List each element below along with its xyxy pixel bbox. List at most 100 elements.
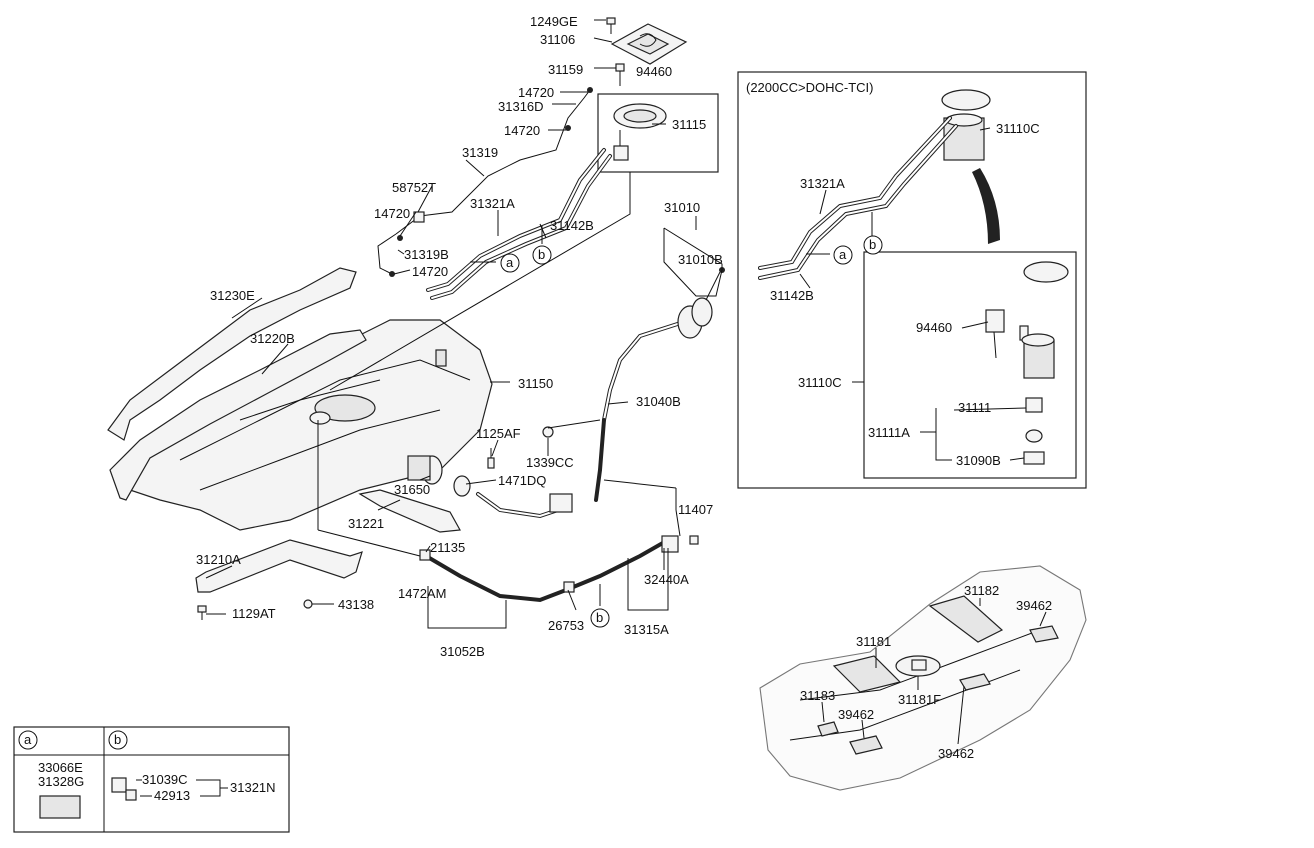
label-r31321A: 31321A — [800, 176, 845, 191]
fuel-tank-31150 — [119, 319, 493, 531]
label-31115: 31115 — [672, 117, 706, 132]
label-r31090B: 31090B — [956, 453, 1001, 468]
label-31052B: 31052B — [440, 644, 485, 659]
pad-31181 — [832, 655, 902, 693]
label-1249GE: 1249GE — [530, 14, 578, 29]
label-14720-b: 14720 — [504, 123, 540, 138]
label-t39462-a: 39462 — [1016, 598, 1052, 613]
label-t39462-c: 39462 — [938, 746, 974, 761]
cover-plate-31106 — [610, 23, 688, 65]
clip-26753 — [563, 581, 575, 593]
label-31319B: 31319B — [404, 247, 449, 262]
fuel-line-31321A-variant — [758, 116, 958, 280]
label-1472AM: 1472AM — [398, 586, 446, 601]
label-31010: 31010 — [664, 200, 700, 215]
heat-shield-31220B — [109, 329, 367, 501]
callout-a-text-right: a — [839, 247, 847, 262]
clip-21135 — [419, 549, 431, 561]
pad-39462-a — [1029, 625, 1059, 643]
fuel-line-31321A — [426, 148, 612, 300]
label-r31110C-top: 31110C — [996, 121, 1040, 136]
bolt-11407 — [689, 535, 699, 545]
fuel-line-31319b — [377, 233, 397, 275]
nut-1339CC — [542, 426, 554, 438]
label-31040B: 31040B — [636, 394, 681, 409]
pad-39462-b — [849, 735, 883, 755]
leader-lines-left — [205, 19, 723, 629]
bracket-32440A — [661, 535, 679, 553]
legend-a-part2: 31328G — [38, 774, 84, 789]
label-31220B: 31220B — [250, 331, 295, 346]
vent-tube-31052B — [424, 538, 670, 603]
fuel-line-31319 — [395, 89, 591, 235]
pump-plate-31115 — [613, 103, 667, 161]
label-31650: 31650 — [394, 482, 430, 497]
label-31230E: 31230E — [210, 288, 255, 303]
label-r31110C-side: 31110C — [798, 375, 842, 390]
pump-plate-box — [597, 93, 719, 173]
clip-14720a — [587, 87, 593, 93]
label-31150: 31150 — [518, 376, 553, 391]
bolt-1129AT — [197, 605, 207, 620]
label-31142B: 31142B — [550, 218, 594, 233]
labels: 1249GE 31106 31159 94460 14720 31316D 14… — [24, 14, 1052, 803]
clip-14720c — [397, 235, 403, 241]
label-31106: 31106 — [540, 32, 575, 47]
legend-table — [13, 726, 290, 833]
label-31316D: 31316D — [498, 99, 544, 114]
nut-43138 — [303, 599, 313, 609]
legend-col-a: a — [24, 732, 32, 747]
bolt-31159 — [615, 63, 625, 86]
label-1471DQ: 1471DQ — [498, 473, 546, 488]
callout-b-text-bottom: b — [596, 610, 603, 625]
legend-a-part1: 33066E — [38, 760, 83, 775]
callout-b-right — [863, 235, 883, 255]
legend-col-b: b — [114, 732, 121, 747]
label-14720-d: 14720 — [412, 264, 448, 279]
legend-b-part2: 42913 — [154, 788, 190, 803]
label-31315A: 31315A — [624, 622, 669, 637]
label-t31182: 31182 — [964, 583, 999, 598]
pump-31110C-detail — [1021, 333, 1055, 379]
legend-b-assembly: 31321N — [230, 780, 276, 795]
label-1129AT: 1129AT — [232, 606, 276, 621]
pump-plate-94460-detail — [985, 261, 1069, 359]
label-1125AF: 1125AF — [476, 426, 521, 441]
bracket-31650 — [549, 493, 573, 513]
label-58752T: 58752T — [392, 180, 436, 195]
label-31321A: 31321A — [470, 196, 515, 211]
callout-a-text-left: a — [506, 255, 514, 270]
fuel-cap-31010B — [691, 267, 725, 327]
label-31210A: 31210A — [196, 552, 241, 567]
pad-31182 — [928, 595, 1004, 643]
bolt-1249GE — [606, 17, 616, 34]
label-1339CC: 1339CC — [526, 455, 574, 470]
leader-lines-right — [799, 127, 1027, 461]
pump-31111-detail — [1025, 397, 1043, 413]
label-r31142B: 31142B — [770, 288, 814, 303]
label-94460: 94460 — [636, 64, 672, 79]
callout-b-text-left: b — [538, 247, 545, 262]
filler-neck-31040B — [594, 305, 703, 502]
callout-b-bottom — [590, 608, 610, 628]
variant-box — [737, 71, 1087, 489]
clip-58752T — [413, 211, 425, 223]
label-31221: 31221 — [348, 516, 384, 531]
label-t31181: 31181 — [856, 634, 891, 649]
label-26753: 26753 — [548, 618, 584, 633]
label-r31111: 31111 — [958, 400, 991, 415]
legend-b-part1: 31039C — [142, 772, 188, 787]
label-21135: 21135 — [430, 540, 465, 555]
pad-31183 — [817, 721, 839, 737]
bolt-1125AF — [487, 448, 495, 469]
filter-31090B-detail — [1023, 429, 1045, 465]
label-31010B: 31010B — [678, 252, 723, 267]
callout-b-left — [532, 245, 552, 265]
clamp-1471DQ — [453, 475, 471, 497]
label-t39462-b: 39462 — [838, 707, 874, 722]
label-31159: 31159 — [548, 62, 583, 77]
pump-assy-31110C-top — [941, 89, 991, 161]
label-t31183: 31183 — [800, 688, 835, 703]
cap-31181F — [911, 659, 927, 671]
